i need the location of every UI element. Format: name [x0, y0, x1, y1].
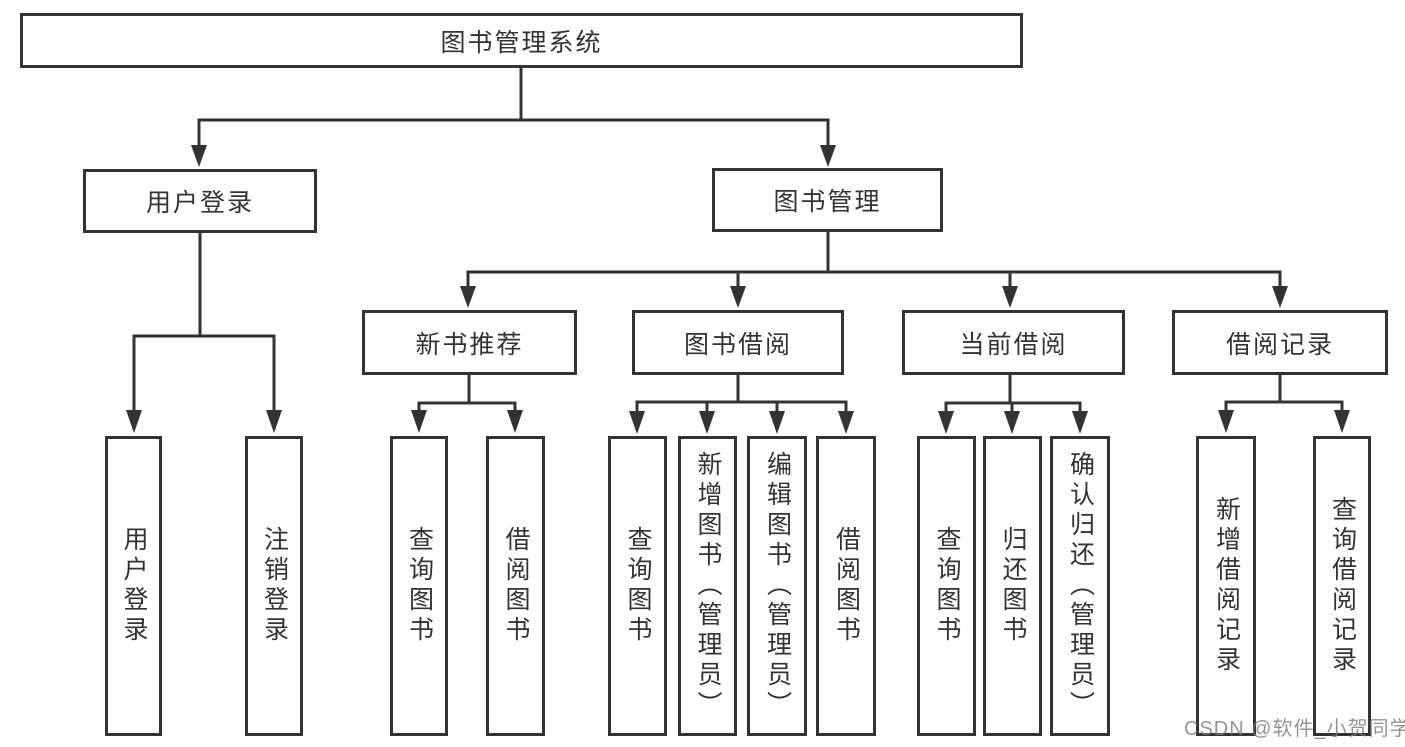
leaf-borrowing-query-books: 查询图书 [608, 436, 667, 736]
leaf-query-borrow-record-label: 查询借阅记录 [1328, 496, 1357, 676]
leaf-add-borrow-record: 新增借阅记录 [1196, 436, 1256, 736]
arrowhead [411, 410, 427, 433]
leaf-newbook-query-books-label: 查询图书 [405, 526, 434, 646]
node-book-management: 图书管理 [712, 168, 943, 232]
leaf-add-borrow-record-label: 新增借阅记录 [1212, 496, 1241, 676]
leaf-current-query-books-label: 查询图书 [933, 526, 961, 646]
node-current-borrowing: 当前借阅 [902, 310, 1125, 375]
csdn-watermark: CSDN @软件_小贺同学 [1184, 718, 1405, 740]
node-borrowing-records: 借阅记录 [1172, 310, 1388, 375]
leaf-user-login-label: 用户登录 [120, 526, 148, 646]
arrowhead [820, 145, 836, 167]
leaf-edit-books-admin-label: 编辑图书（管理员） [763, 451, 792, 721]
leaf-borrowing-borrow-books: 借阅图书 [816, 436, 876, 736]
leaf-borrowing-borrow-books-label: 借阅图书 [832, 526, 861, 646]
arrowhead [126, 410, 142, 433]
leaf-newbook-borrow-books-label: 借阅图书 [502, 526, 530, 646]
leaf-confirm-return-admin-label: 确认归还（管理员） [1066, 451, 1095, 721]
node-user-login: 用户登录 [83, 169, 317, 233]
leaf-query-borrow-record: 查询借阅记录 [1313, 436, 1371, 736]
leaf-confirm-return-admin: 确认归还（管理员） [1050, 436, 1110, 736]
leaf-logout: 注销登录 [245, 436, 303, 736]
arrowhead [1272, 286, 1288, 308]
arrowhead [1072, 411, 1088, 434]
connector-userlogin-to-leaves [132, 232, 276, 412]
arrowhead [769, 411, 785, 434]
arrowhead [191, 145, 207, 167]
arrowhead [1218, 410, 1234, 433]
arrowhead [730, 286, 746, 308]
leaf-edit-books-admin: 编辑图书（管理员） [747, 436, 807, 736]
connector-bookborrow-to-leaves [635, 375, 848, 413]
arrowhead [460, 286, 476, 308]
leaf-add-books-admin-label: 新增图书（管理员） [694, 451, 722, 721]
arrowhead [838, 411, 854, 434]
leaf-current-query-books: 查询图书 [917, 436, 976, 736]
connector-bookmgmt-to-level3 [466, 232, 1282, 290]
connector-newbook-to-leaves [417, 375, 517, 412]
arrowhead [1002, 286, 1018, 308]
node-book-borrowing: 图书借阅 [632, 310, 844, 375]
leaf-add-books-admin: 新增图书（管理员） [678, 436, 737, 736]
arrowhead [507, 410, 523, 433]
leaf-newbook-borrow-books: 借阅图书 [486, 436, 545, 736]
arrowhead [266, 410, 282, 433]
arrowhead [1334, 410, 1350, 433]
arrowhead [938, 411, 954, 434]
arrowhead [699, 411, 715, 434]
leaf-return-books: 归还图书 [983, 436, 1042, 736]
arrowhead [629, 411, 645, 434]
leaf-logout-label: 注销登录 [260, 526, 289, 646]
leaf-borrowing-query-books-label: 查询图书 [624, 526, 652, 646]
connector-borrowrecord-to-leaves [1224, 375, 1344, 412]
connector-root-to-level2 [197, 68, 830, 147]
connector-currentborrow-to-leaves [944, 375, 1082, 413]
leaf-return-books-label: 归还图书 [999, 526, 1027, 646]
leaf-newbook-query-books: 查询图书 [390, 436, 448, 736]
node-root-system: 图书管理系统 [20, 13, 1023, 68]
node-new-book-recommend: 新书推荐 [362, 310, 577, 375]
leaf-user-login: 用户登录 [105, 436, 162, 736]
arrowheads [126, 145, 1350, 434]
arrowhead [1004, 411, 1020, 434]
